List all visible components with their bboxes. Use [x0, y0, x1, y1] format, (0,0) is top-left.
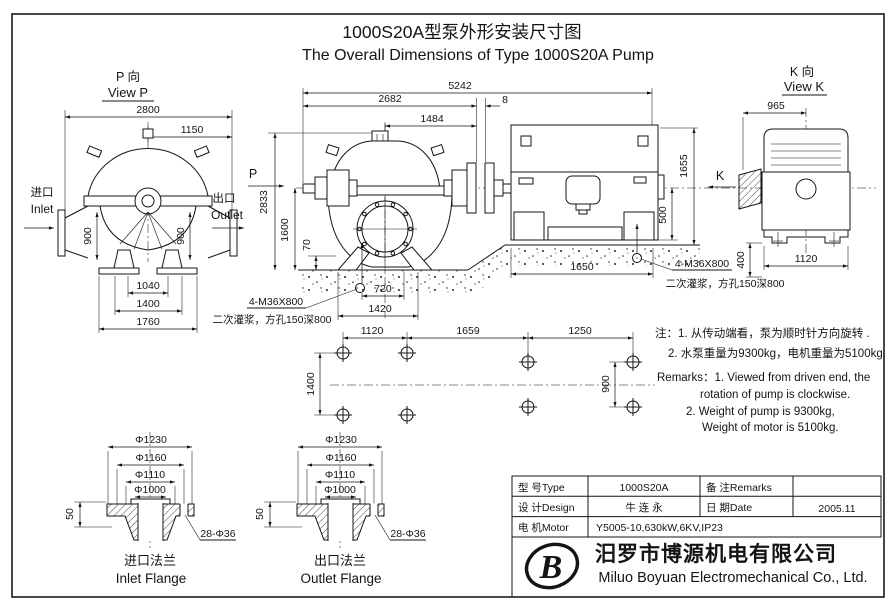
view-k-label-zh: K 向: [790, 64, 814, 79]
title-block: 型 号Type 1000S20A 备 注Remarks 设 计Design 牛 …: [511, 475, 882, 538]
dim-900-plan: 900: [600, 375, 612, 393]
motor-anchor-label: 4-M36X800: [675, 258, 729, 270]
dim-500: 500: [657, 206, 669, 224]
inlet-dim-1000: Φ1000: [134, 484, 166, 496]
tb-motor-label: 电 机Motor: [518, 521, 569, 534]
inlet-flange: Φ1230 Φ1160 Φ1110 Φ1000 50 28-Φ36 进口法兰 I…: [64, 432, 236, 586]
inlet-dim-50: 50: [64, 508, 76, 520]
view-p-label-zh: P 向: [116, 69, 140, 84]
dim-1400-plan: 1400: [305, 372, 317, 396]
dim-1420: 1420: [368, 303, 392, 315]
outlet-flange-label-en: Outlet Flange: [300, 571, 381, 586]
title-en: The Overall Dimensions of Type 1000S20A …: [302, 47, 654, 64]
dim-1760: 1760: [136, 316, 160, 328]
dim-2682: 2682: [378, 93, 402, 105]
dim-900-left: 900: [82, 227, 94, 245]
p-arrow-label: P: [249, 167, 257, 181]
dim-1250: 1250: [568, 325, 592, 337]
inlet-dim-1110: Φ1110: [135, 469, 165, 481]
note-zh-1: 注：1. 从传动端看，泵为顺时针方向旋转 .: [655, 326, 870, 340]
note-en-3: 2. Weight of pump is 9300kg,: [686, 406, 835, 418]
dim-1400-p: 1400: [136, 298, 160, 310]
inlet-dim-1230: Φ1230: [135, 434, 167, 446]
company-name-zh: 汨罗市博源机电有限公司: [595, 542, 837, 566]
outlet-flange: Φ1230 Φ1160 Φ1110 Φ1000 50 28-Φ36 出口法兰 O…: [254, 432, 426, 586]
tb-date-value: 2005.11: [818, 503, 855, 515]
view-k-label-en: View K: [784, 79, 825, 94]
dim-1484: 1484: [420, 113, 444, 125]
dim-1120-plan: 1120: [361, 325, 384, 337]
dim-5242: 5242: [448, 80, 472, 92]
main-view: P 5242 2682 8 1484 2833 1600 70: [212, 80, 876, 424]
title: 1000S20A型泵外形安装尺寸图 The Overall Dimensions…: [302, 22, 654, 64]
dim-1040: 1040: [136, 280, 160, 292]
outlet-holes-label: 28-Φ36: [390, 528, 425, 540]
dim-2800: 2800: [136, 104, 160, 116]
tb-type-label: 型 号Type: [518, 481, 565, 494]
motor-grout-label: 二次灌浆，方孔150深800: [665, 277, 784, 290]
outlet-label-en: Outlet: [211, 208, 244, 222]
dim-1650: 1650: [570, 261, 594, 273]
company-logo-letter: B: [539, 549, 563, 586]
note-en-1: Remarks：1. Viewed from driven end, the: [657, 372, 870, 384]
outlet-label-zh: 出口: [213, 191, 236, 205]
outlet-dim-1160: Φ1160: [326, 452, 357, 464]
tb-motor-value: Y5005-10,630kW,6KV,IP23: [596, 522, 723, 534]
inlet-label-en: Inlet: [31, 202, 54, 216]
outlet-flange-label-zh: 出口法兰: [314, 553, 366, 568]
outlet-dim-1000: Φ1000: [324, 484, 356, 496]
dim-70: 70: [301, 239, 313, 251]
company-block: B 汨罗市博源机电有限公司 Miluo Boyuan Electromechan…: [511, 537, 868, 597]
inlet-label-zh: 进口: [31, 186, 54, 199]
dim-1655: 1655: [678, 154, 690, 178]
terminal-box: [738, 168, 762, 210]
dim-2833: 2833: [258, 190, 270, 214]
inlet-flange-label-zh: 进口法兰: [124, 553, 176, 568]
outlet-dim-1230: Φ1230: [325, 434, 357, 446]
note-en-4: Weight of motor is 5100kg.: [702, 422, 839, 434]
drawing-border: [11, 13, 885, 598]
title-zh: 1000S20A型泵外形安装尺寸图: [342, 22, 581, 42]
inlet-dim-1160: Φ1160: [136, 452, 167, 464]
inlet-flange-label-en: Inlet Flange: [116, 571, 187, 586]
tb-date-label: 日 期Date: [706, 502, 752, 514]
tb-remarks-label: 备 注Remarks: [706, 481, 772, 494]
dim-720: 720: [374, 283, 392, 295]
tb-design-label: 设 计Design: [518, 501, 575, 514]
view-p: P 向 View P 2800 1150 900 900: [24, 69, 244, 333]
anchor-bolt-holes: [334, 344, 642, 424]
k-arrow-label: K: [716, 169, 725, 183]
dim-1659: 1659: [456, 325, 480, 337]
tb-type-value: 1000S20A: [619, 482, 668, 494]
company-logo: [524, 542, 580, 590]
tb-design-value: 牛 连 永: [625, 501, 663, 514]
dim-400: 400: [735, 251, 747, 269]
outlet-dim-1110: Φ1110: [325, 469, 355, 481]
dim-965: 965: [767, 100, 785, 112]
dim-8: 8: [502, 94, 508, 106]
dim-1120-k: 1120: [795, 253, 818, 265]
outlet-dim-50: 50: [254, 508, 266, 520]
view-p-label-en: View P: [108, 85, 148, 100]
inlet-holes-label: 28-Φ36: [200, 528, 235, 540]
view-k: K 向 View K 965 1120 400: [735, 64, 851, 278]
company-name-en: Miluo Boyuan Electromechanical Co., Ltd.: [598, 570, 867, 586]
pump-anchor-label: 4-M36X800: [249, 296, 303, 308]
note-zh-2: 2. 水泵重量为9300kg，电机重量为5100kg.: [668, 346, 886, 360]
pump-grout-label: 二次灌浆，方孔150深800: [212, 313, 331, 326]
notes: 注：1. 从传动端看，泵为顺时针方向旋转 . 2. 水泵重量为9300kg，电机…: [655, 326, 886, 434]
dim-1150: 1150: [181, 124, 204, 136]
note-en-2: rotation of pump is clockwise.: [700, 389, 850, 401]
dim-1600: 1600: [279, 218, 291, 242]
dim-900-right: 900: [175, 227, 187, 245]
